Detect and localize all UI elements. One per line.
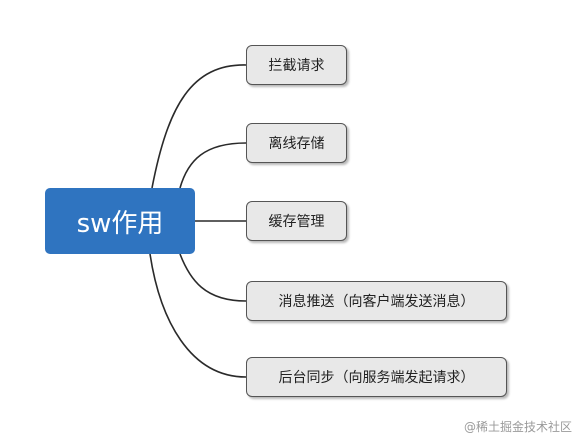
root-node: sw作用	[45, 188, 195, 254]
connector-line	[179, 142, 247, 189]
child-node-background-sync: 后台同步（向服务端发起请求）	[246, 357, 507, 397]
connector-line	[149, 253, 247, 378]
child-node-cache-management: 缓存管理	[246, 201, 347, 241]
child-node-label: 离线存储	[268, 136, 325, 152]
watermark: @稀土掘金技术社区	[463, 420, 572, 434]
child-node-push-messages: 消息推送（向客户端发送消息）	[246, 281, 507, 321]
connector-line	[151, 64, 247, 189]
child-node-label: 拦截请求	[268, 58, 325, 74]
root-node-label: sw作用	[76, 208, 164, 239]
connector-line	[179, 253, 247, 302]
child-node-label: 缓存管理	[268, 214, 325, 230]
child-node-label: 后台同步（向服务端发起请求）	[278, 370, 475, 386]
child-node-label: 消息推送（向客户端发送消息）	[278, 294, 475, 310]
child-node-offline-storage: 离线存储	[246, 123, 347, 163]
child-node-intercept-requests: 拦截请求	[246, 45, 347, 85]
